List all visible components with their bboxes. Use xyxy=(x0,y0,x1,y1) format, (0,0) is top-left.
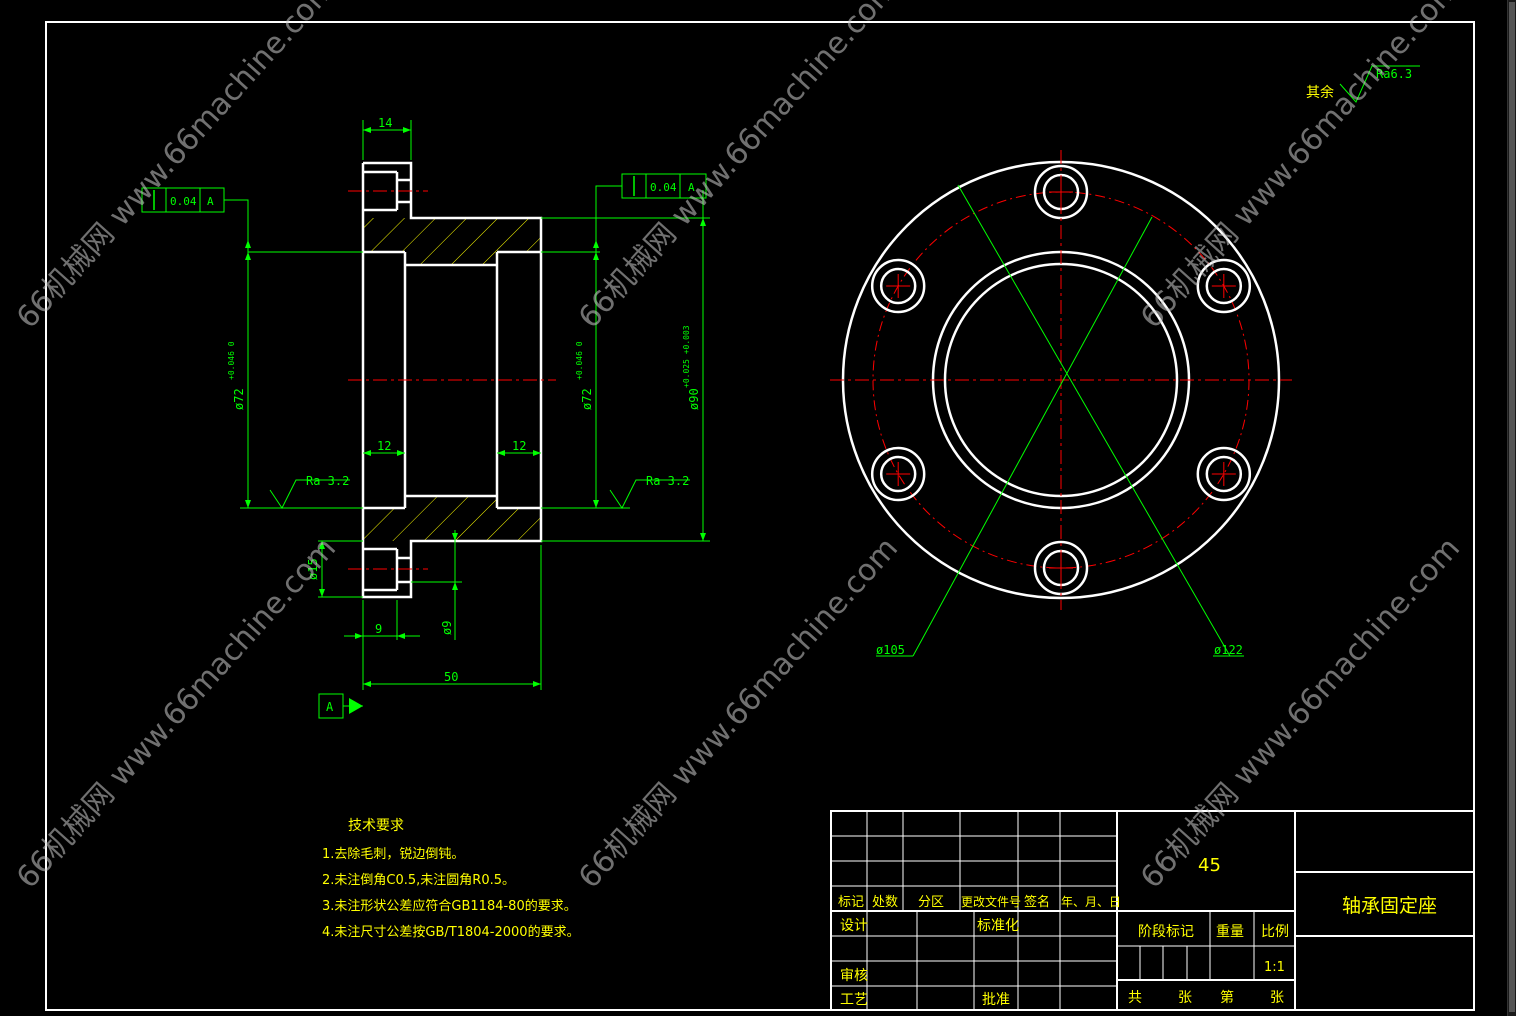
label-sheet-1: 张 xyxy=(1178,990,1192,1006)
roughness-left: Ra 3.2 xyxy=(306,474,349,488)
watermarks: 66机械网 www.66machine.com 66机械网 www.66mach… xyxy=(10,0,1467,895)
header-zone: 分区 xyxy=(918,895,944,910)
label-approve: 批准 xyxy=(982,992,1010,1008)
dim-dia-105: ø105 xyxy=(876,643,905,657)
datum-a-label: A xyxy=(326,700,334,714)
dim-14: 14 xyxy=(378,116,392,130)
end-view: ø105 ø122 xyxy=(830,150,1292,657)
watermark: 66机械网 www.66machine.com xyxy=(1134,531,1467,895)
scale-value: 1:1 xyxy=(1264,960,1285,975)
label-total: 共 xyxy=(1128,990,1142,1006)
tol-left-value: 0.04 xyxy=(170,195,197,208)
header-date: 年、月、日 xyxy=(1061,895,1121,909)
dim-dia-72-left: ø72 xyxy=(232,388,246,410)
label-page: 第 xyxy=(1220,989,1234,1006)
tech-item-3: 3.未注形状公差应符合GB1184-80的要求。 xyxy=(322,898,577,914)
tol-left-datum: A xyxy=(207,195,214,208)
dim-50: 50 xyxy=(444,670,458,684)
dim-dia-9: ø9 xyxy=(440,621,454,635)
section-hatch-lower xyxy=(363,496,541,541)
dim-12-right: 12 xyxy=(512,439,526,453)
tech-title: 技术要求 xyxy=(348,818,404,834)
dim-dia-72-right: ø72 xyxy=(580,388,594,410)
bolt-hole xyxy=(1196,446,1252,502)
bolt-hole xyxy=(879,455,917,493)
label-weight: 重量 xyxy=(1216,924,1244,940)
dim-dia-15: ø15 xyxy=(306,558,320,580)
tolerance-frame-right xyxy=(621,173,707,199)
label-stage-mark: 阶段标记 xyxy=(1138,924,1194,940)
datum-box xyxy=(318,693,344,719)
tech-requirements: 技术要求 1.去除毛刺，锐边倒钝。 2.未注倒角C0.5,未注圆角R0.5。 3… xyxy=(322,818,580,940)
tolerance-frame-left xyxy=(141,187,225,213)
vertical-scrollbar[interactable] xyxy=(1507,0,1516,1016)
dim-dia-72-left-tol: +0.046 0 xyxy=(227,341,236,380)
bolt-hole xyxy=(870,258,926,314)
roughness-right: Ra 3.2 xyxy=(646,474,689,488)
dim-9-bottom: 9 xyxy=(375,622,382,636)
label-standardize: 标准化 xyxy=(977,918,1019,934)
header-change-doc: 更改文件号 xyxy=(961,894,1021,909)
header-signature: 签名 xyxy=(1024,894,1050,910)
tech-item-4: 4.未注尺寸公差按GB/T1804-2000的要求。 xyxy=(322,924,580,940)
bolt-hole xyxy=(879,267,917,305)
title-block: 45 轴承固定座 标记 处数 分区 更改文件号 签名 年、月、日 设计 标准化 … xyxy=(830,810,1475,1011)
header-mark: 标记 xyxy=(838,895,864,910)
label-review: 审核 xyxy=(840,968,868,984)
tol-right-datum: A xyxy=(688,181,695,194)
dim-dia-90-tol: +0.025 +0.003 xyxy=(682,325,691,388)
tech-item-2: 2.未注倒角C0.5,未注圆角R0.5。 xyxy=(322,873,515,888)
roughness-other-label: 其余 xyxy=(1306,84,1334,101)
scrollbar-thumb[interactable] xyxy=(1509,2,1515,1012)
general-roughness: 其余 Ra6.3 xyxy=(1306,65,1420,103)
label-sheet-2: 张 xyxy=(1270,990,1284,1006)
dim-dia-122: ø122 xyxy=(1214,643,1243,657)
watermark: 66机械网 www.66machine.com xyxy=(1134,0,1467,335)
label-design: 设计 xyxy=(840,918,868,934)
watermark: 66机械网 www.66machine.com xyxy=(572,0,905,335)
label-scale: 比例 xyxy=(1261,924,1289,940)
tol-right-value: 0.04 xyxy=(650,181,677,194)
drawing-frame xyxy=(45,21,1475,1011)
watermark: 66机械网 www.66machine.com xyxy=(572,531,905,895)
part-name: 轴承固定座 xyxy=(1342,895,1437,917)
watermark: 66机械网 www.66machine.com xyxy=(10,531,343,895)
material-label: 45 xyxy=(1198,855,1221,876)
label-process: 工艺 xyxy=(840,992,868,1008)
section-hatch-upper xyxy=(363,218,541,265)
tech-item-1: 1.去除毛刺，锐边倒钝。 xyxy=(322,847,464,862)
header-count: 处数 xyxy=(872,895,898,910)
bolt-hole xyxy=(1205,455,1243,493)
section-view: 14 0.04 A 0.04 A ø72 +0.046 0 ø72 +0.046… xyxy=(141,116,710,719)
bolt-hole xyxy=(1196,258,1252,314)
dim-dia-72-right-tol: +0.046 0 xyxy=(575,341,584,380)
watermark: 66机械网 www.66machine.com xyxy=(10,0,343,335)
bolt-hole xyxy=(870,446,926,502)
dim-dia-90: ø90 xyxy=(687,388,701,410)
bolt-hole xyxy=(1205,267,1243,305)
dim-12-left: 12 xyxy=(377,439,391,453)
roughness-other-value: Ra6.3 xyxy=(1376,67,1412,81)
